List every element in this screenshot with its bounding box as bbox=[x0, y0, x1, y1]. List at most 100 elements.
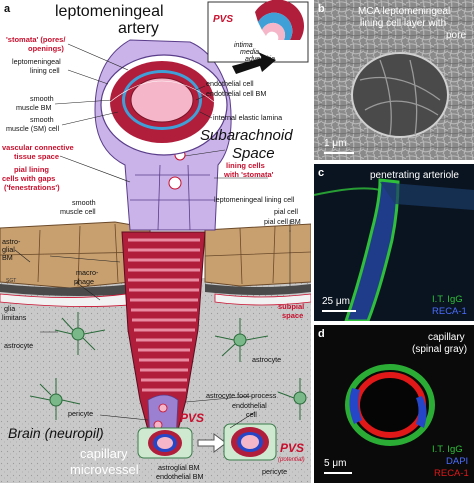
divider-bc bbox=[314, 160, 474, 164]
lining-stomata-label-1: lining cells bbox=[226, 161, 265, 170]
astrocyte-left-lower bbox=[29, 378, 81, 420]
pore bbox=[351, 52, 449, 138]
endothelial-cell-bm-label: endothelial cell BM bbox=[206, 89, 266, 98]
pericyte-right-label: pericyte bbox=[262, 467, 287, 476]
panel-c-legend-2: RECA-1 bbox=[432, 306, 467, 317]
penetrating-artery bbox=[121, 231, 206, 441]
subarachnoid-label-1: Subarachnoid bbox=[200, 127, 293, 144]
lepto-lining-right-label: leptomeningeal lining cell bbox=[214, 195, 295, 204]
panel-c: c penetrating arteriole 25 μm I.T. IgG R… bbox=[313, 164, 474, 323]
endothelial-bm-bottom-label: endothelial BM bbox=[156, 472, 204, 481]
panel-d-legend-2: DAPI bbox=[446, 456, 468, 467]
subarachnoid-label-2: Space bbox=[232, 145, 275, 162]
vascular-ct-label-1: vascular connective bbox=[2, 143, 74, 152]
astroglial-bm-label-1: astro- bbox=[2, 237, 21, 246]
panel-a-letter: a bbox=[4, 3, 11, 15]
panel-d-legend-3: RECA-1 bbox=[434, 468, 469, 479]
panel-b-caption-2: lining cell layer with bbox=[360, 18, 446, 29]
astroglial-bm-label-3: BM bbox=[2, 253, 13, 262]
pial-lining-label-3: ('fenestrations') bbox=[4, 183, 60, 192]
capillary-label-1: capillary bbox=[80, 446, 128, 461]
panel-d-legend-1: I.T. IgG bbox=[432, 444, 463, 455]
lepto-lining-label-2: lining cell bbox=[30, 66, 60, 75]
lining-stomata-label-2: with 'stomata' bbox=[223, 170, 274, 179]
brain-label: Brain (neuropil) bbox=[8, 425, 104, 441]
divider-vertical bbox=[311, 0, 314, 483]
panel-d-scale-text: 5 μm bbox=[324, 458, 346, 469]
panel-b-letter: b bbox=[318, 3, 325, 15]
panel-d-scalebar bbox=[324, 472, 352, 474]
endothelial-2-label: endothelial bbox=[232, 401, 267, 410]
astrocyte-left bbox=[54, 312, 106, 355]
sgt-label: SGT bbox=[6, 278, 16, 284]
smooth-muscle-cell-label-1: smooth bbox=[72, 198, 96, 207]
panel-b-caption-3: pore bbox=[446, 30, 466, 41]
stoma-2 bbox=[168, 176, 182, 190]
endothelial-cell-label: endothelial cell bbox=[206, 79, 254, 88]
panel-c-letter: c bbox=[318, 167, 324, 179]
pvs-center-label: PVS bbox=[180, 411, 204, 425]
capillary-right bbox=[223, 423, 277, 461]
inset-pointer-arrow bbox=[232, 52, 276, 74]
panel-d-caption-2: (spinal gray) bbox=[412, 344, 467, 355]
panel-c-caption: penetrating arteriole bbox=[370, 170, 459, 181]
divider-cd bbox=[314, 321, 474, 325]
astroglial-bm-label-2: glial bbox=[2, 245, 15, 254]
pial-lining-label-2: cells with gaps bbox=[2, 174, 55, 183]
astroglial-bm-bottom-label: astroglial BM bbox=[158, 463, 200, 472]
capillary-label-2: microvessel bbox=[70, 462, 139, 477]
panel-d-caption-1: capillary bbox=[428, 332, 465, 343]
pial-lining-label-1: pial lining bbox=[14, 165, 49, 174]
subpial-label-2: space bbox=[282, 311, 303, 320]
artery-title-line2: artery bbox=[118, 20, 159, 37]
cell-2-label: cell bbox=[246, 410, 257, 419]
astrocyte-right bbox=[214, 318, 269, 362]
smooth-bm-label-1: smooth bbox=[30, 94, 54, 103]
panel-b-caption-1: MCA leptomeningeal bbox=[358, 6, 450, 17]
panel-c-scale-text: 25 μm bbox=[322, 296, 350, 307]
macrophage-label-2: phage bbox=[74, 277, 94, 286]
subpial-label-1: subpial bbox=[278, 302, 304, 311]
panel-c-legend-1: I.T. IgG bbox=[432, 294, 463, 305]
pvs-bottom-label: PVS bbox=[280, 441, 304, 455]
smooth-sm-label-2: muscle (SM) cell bbox=[6, 124, 60, 133]
capillary-left bbox=[137, 427, 193, 459]
artery-title-line1: leptomeningeal bbox=[55, 3, 164, 20]
pial-cell-label: pial cell bbox=[274, 207, 298, 216]
astrocyte-left-label: astrocyte bbox=[4, 341, 33, 350]
astrocyte-right-label: astrocyte bbox=[252, 355, 281, 364]
potential-label: (potential) bbox=[278, 457, 305, 463]
leader-lines bbox=[14, 43, 291, 429]
arteriole-vessel bbox=[343, 178, 400, 323]
macrophage-label-1: macro- bbox=[76, 268, 99, 277]
nucleus-right bbox=[416, 396, 427, 428]
inset-media-label: media bbox=[240, 49, 259, 56]
panel-b-scale-text: 1 μm bbox=[324, 138, 346, 149]
arrow-to-right-capillary bbox=[197, 433, 227, 453]
pericyte-left-label: pericyte bbox=[68, 409, 93, 418]
capillary-green-ring bbox=[345, 364, 435, 446]
lepto-lining-label-1: leptomeningeal bbox=[12, 57, 61, 66]
panel-c-scalebar bbox=[322, 310, 356, 312]
internal-elastic-label: internal elastic lamina bbox=[213, 113, 282, 122]
glia-limitans-label-1: glia bbox=[4, 304, 15, 313]
pial-cell-bm-label: pial cell BM bbox=[264, 217, 301, 226]
smooth-sm-label-1: smooth bbox=[30, 115, 54, 124]
inset-wall-layers: PVS intima media adventitia bbox=[207, 0, 309, 63]
artery-cross-section bbox=[100, 54, 228, 156]
astro-foot-label: astrocyte foot process bbox=[206, 391, 277, 400]
panel-b-scalebar bbox=[324, 152, 354, 154]
smooth-muscle-cell-label-2: muscle cell bbox=[60, 207, 96, 216]
glia-limitans-label-2: limitans bbox=[2, 313, 27, 322]
panel-d: d capillary (spinal gray) 5 μm I.T. IgG … bbox=[314, 325, 474, 483]
stomata-label-line2: openings) bbox=[28, 44, 64, 53]
vascular-ct-label-2: tissue space bbox=[14, 152, 59, 161]
inset-pvs-label: PVS bbox=[213, 14, 233, 25]
stomata-label-line1: 'stomata' (pores/ bbox=[6, 35, 66, 44]
nucleus-left bbox=[349, 388, 362, 424]
capillary-red-ring bbox=[354, 372, 426, 438]
inset-intima-label: intima bbox=[234, 42, 253, 49]
panel-d-letter: d bbox=[318, 328, 325, 340]
panel-a: PVS intima media adventitia bbox=[0, 0, 312, 483]
